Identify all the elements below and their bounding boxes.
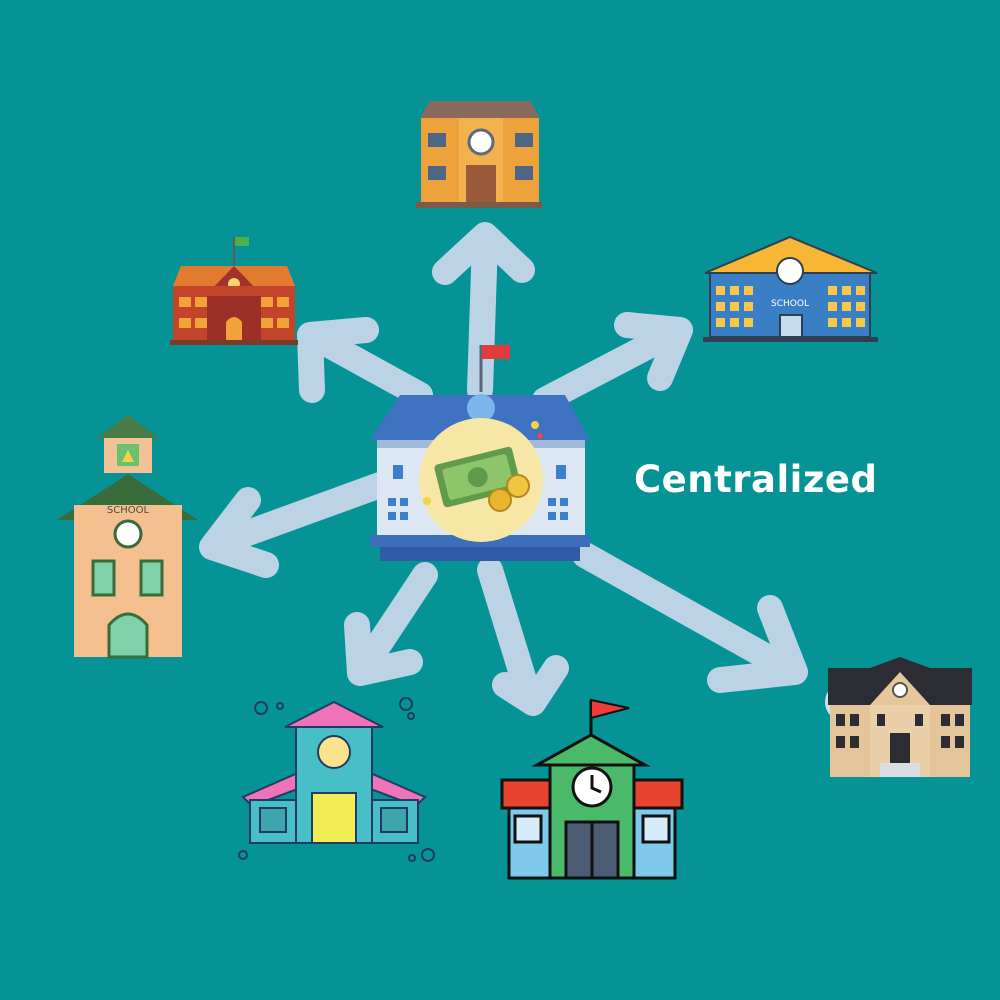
central-school-with-money-icon <box>370 345 590 561</box>
orange-school-building-icon <box>416 101 542 208</box>
teal-pink-school-building-icon <box>238 697 435 862</box>
diagram-title: Centralized <box>634 458 878 501</box>
arrow-to-left <box>199 472 393 578</box>
arrow-to-top-left <box>297 317 433 408</box>
school-sign-label-left: SCHOOL <box>107 505 150 516</box>
arrow-to-bottom <box>477 557 569 716</box>
beige-school-building-icon <box>825 657 972 777</box>
tall-peach-school-building-icon: SCHOOL <box>57 415 198 659</box>
green-school-building-icon <box>500 698 684 880</box>
blue-school-building-icon: SCHOOL <box>703 235 878 342</box>
arrow-to-top-right <box>532 312 693 413</box>
arrows <box>199 222 808 716</box>
arrow-to-bottom-right <box>572 542 808 693</box>
school-sign-label-right: SCHOOL <box>771 299 809 309</box>
brick-school-building-icon <box>170 237 298 345</box>
arrow-to-bottom-left <box>344 562 438 686</box>
arrow-to-top <box>432 222 535 403</box>
